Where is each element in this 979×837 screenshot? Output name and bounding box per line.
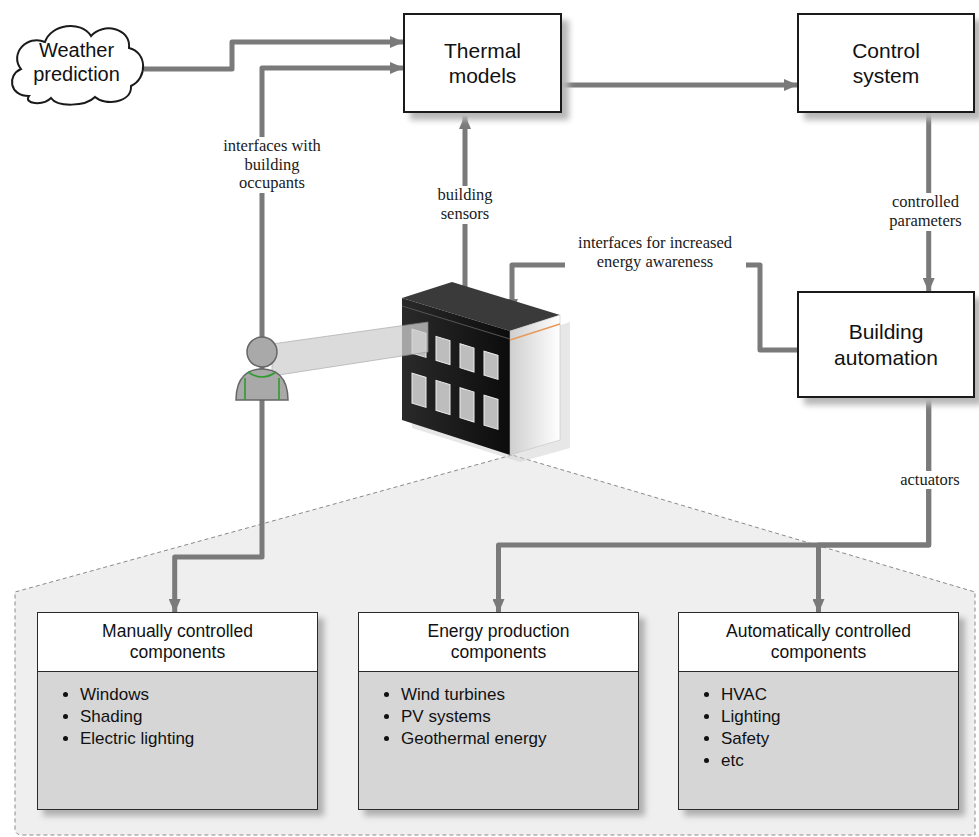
component-item: Electric lighting [80, 728, 307, 750]
node-text: Control system [821, 38, 951, 88]
component-title: Energy production components [359, 613, 638, 672]
node-text: Weather prediction [19, 38, 134, 86]
process-box: Thermal models [403, 13, 562, 113]
component-item: Windows [80, 684, 307, 706]
component-list: HVACLightingSafetyetc [679, 672, 958, 782]
edge-label: interfaces with building occupants [208, 137, 336, 194]
component-list: Wind turbinesPV systemsGeothermal energy [359, 672, 638, 760]
cloud-outline [5, 18, 148, 106]
connector-arrow [499, 398, 929, 612]
connector-arrow [562, 83, 797, 88]
component-item: Wind turbines [401, 684, 628, 706]
process-box: Building automation [797, 291, 975, 398]
component-item: Lighting [721, 706, 948, 728]
cloud-shape: Weather prediction [5, 18, 148, 106]
process-box: Control system [797, 13, 975, 113]
component-item: etc [721, 750, 948, 772]
component-item: HVAC [721, 684, 948, 706]
component-title: Manually controlled components [38, 613, 317, 672]
component-item: Geothermal energy [401, 728, 628, 750]
edge-label: controlled parameters [872, 193, 979, 231]
component-item: Safety [721, 728, 948, 750]
component-item: Shading [80, 706, 307, 728]
component-region [15, 455, 975, 835]
node-text: Thermal models [427, 38, 538, 88]
edge-label: actuators [897, 471, 963, 490]
node-text: Building automation [821, 319, 951, 369]
component-list: WindowsShadingElectric lighting [38, 672, 317, 760]
component-box: Manually controlled componentsWindowsSha… [37, 612, 318, 810]
component-box: Energy production componentsWind turbine… [358, 612, 639, 810]
annotation-label: building sensors [417, 186, 513, 224]
building [402, 282, 570, 462]
component-box: Automatically controlled componentsHVACL… [678, 612, 959, 810]
component-item: PV systems [401, 706, 628, 728]
connector-arrow [144, 42, 403, 69]
connector-arrow [819, 398, 929, 612]
component-title: Automatically controlled components [679, 613, 958, 672]
annotation-label: interfaces for increased energy awarenes… [565, 234, 746, 272]
